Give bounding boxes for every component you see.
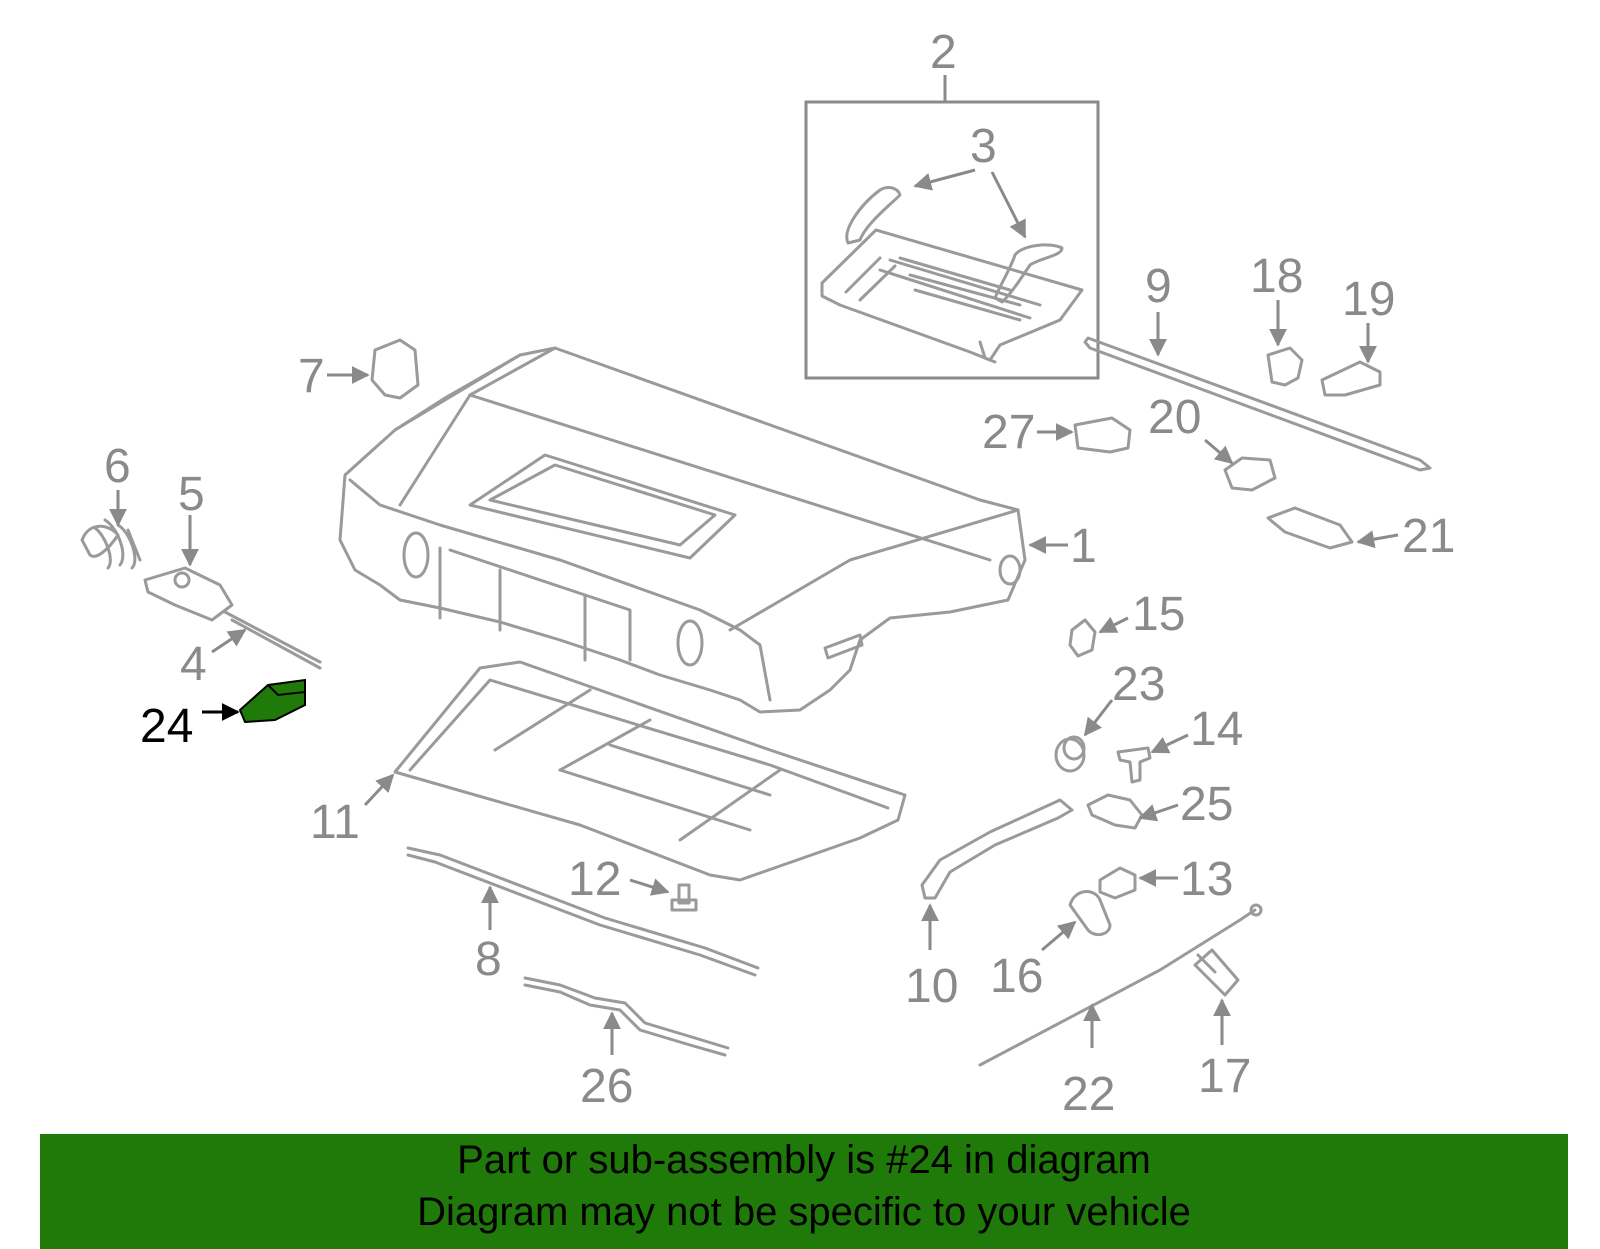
inset-box-part-2: [804, 75, 1100, 380]
release-cable-part-22: [978, 903, 1263, 1067]
molding-part-9: [1083, 312, 1432, 472]
pad-part-13: [1098, 866, 1178, 900]
callout-26: 26: [580, 1060, 633, 1113]
callout-25: 25: [1180, 778, 1233, 831]
bracket-part-25: [1086, 793, 1179, 830]
bumper-part-7: [327, 338, 420, 400]
callout-20: 20: [1148, 391, 1201, 444]
clip-part-17: [1193, 948, 1240, 1045]
bolt-part-12: [629, 878, 698, 912]
callout-7: 7: [298, 350, 325, 403]
highlighted-part-24: [202, 678, 306, 724]
callout-22: 22: [1062, 1068, 1115, 1121]
spring-part-6: [80, 490, 142, 570]
clip-part-3: [845, 168, 1064, 304]
clip-part-18: [1266, 300, 1304, 387]
callout-16: 16: [990, 950, 1043, 1003]
callout-15: 15: [1132, 588, 1185, 641]
callout-12: 12: [568, 853, 621, 906]
hood-insulator-part-2: [820, 228, 1084, 364]
callout-14: 14: [1190, 703, 1243, 756]
hinge-part-21: [1266, 506, 1399, 550]
callout-9: 9: [1145, 260, 1172, 313]
callout-27: 27: [982, 406, 1035, 459]
callout-5: 5: [178, 468, 205, 521]
callout-11: 11: [310, 796, 360, 849]
callout-17: 17: [1198, 1050, 1251, 1103]
callout-23: 23: [1112, 658, 1165, 711]
callout-24: 24: [140, 700, 193, 753]
callout-3: 3: [970, 120, 997, 173]
callout-18: 18: [1250, 250, 1303, 303]
bumper-part-27: [1037, 416, 1132, 454]
seal-part-8: [406, 846, 760, 977]
callout-2: 2: [930, 26, 957, 79]
stop-part-20: [1204, 438, 1277, 492]
hood-panel-part-1: [338, 346, 1068, 714]
cable-part-4: [211, 610, 322, 670]
hood-liner-part-11: [363, 660, 907, 882]
clip-part-15: [1068, 616, 1129, 658]
seal-part-10: [920, 798, 1074, 950]
grommet-part-23: [1054, 699, 1114, 773]
callout-1: 1: [1070, 520, 1097, 573]
fastener-part-14: [1116, 733, 1189, 784]
latch-part-5: [143, 515, 234, 622]
callout-19: 19: [1342, 273, 1395, 326]
callout-13: 13: [1180, 853, 1233, 906]
callout-6: 6: [104, 440, 131, 493]
banner-line-2: Diagram may not be specific to your vehi…: [417, 1190, 1191, 1234]
callout-21: 21: [1402, 510, 1455, 563]
bracket-part-16: [1041, 890, 1112, 952]
callout-4: 4: [180, 638, 207, 691]
seal-part-26: [523, 976, 730, 1057]
banner-line-1: Part or sub-assembly is #24 in diagram: [457, 1138, 1151, 1182]
clip-part-19: [1320, 323, 1382, 397]
callout-10: 10: [905, 960, 958, 1013]
info-banner: Part or sub-assembly is #24 in diagram D…: [40, 1134, 1568, 1249]
callout-8: 8: [475, 933, 502, 986]
